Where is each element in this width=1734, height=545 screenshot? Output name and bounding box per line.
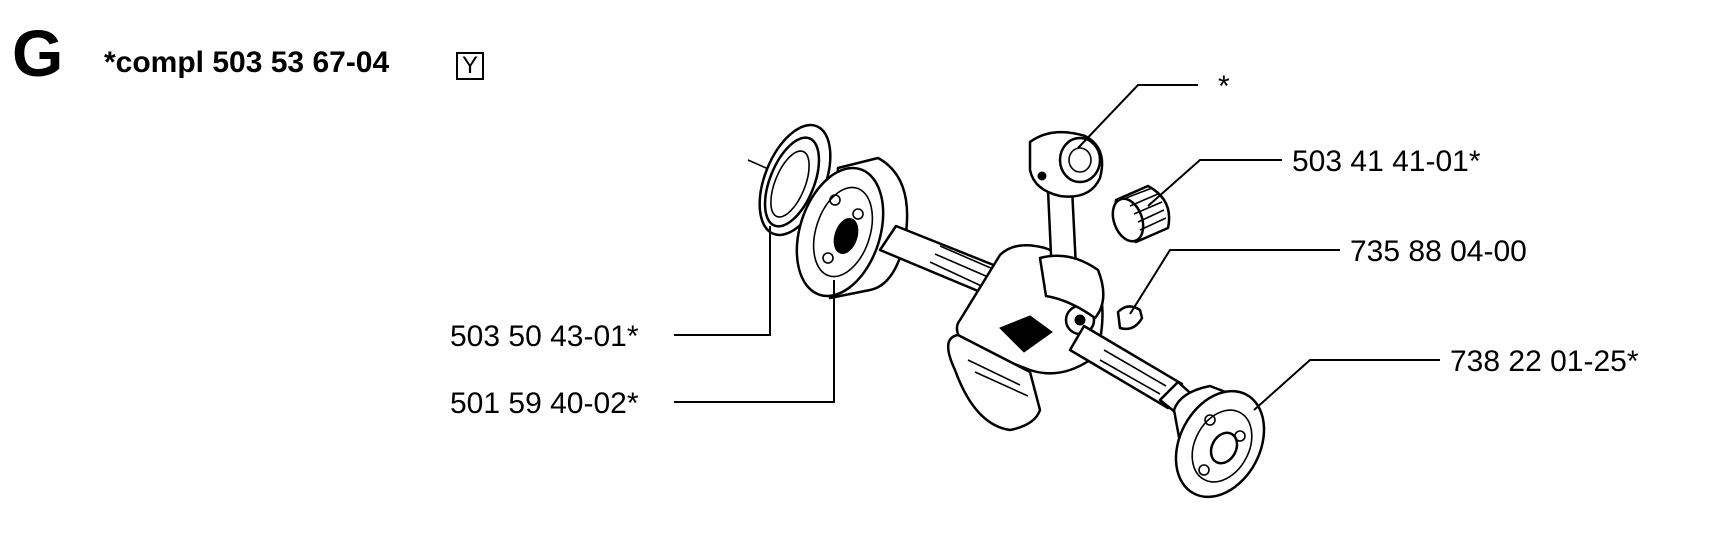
leader-woodruff-key bbox=[1129, 249, 1340, 315]
leader-oil-seal bbox=[674, 226, 771, 336]
connecting-rod-illustration bbox=[1028, 130, 1105, 320]
leader-right-main-bearing bbox=[1253, 359, 1440, 411]
callout-right-main-bearing: 738 22 01-25* bbox=[1450, 345, 1639, 378]
right-main-bearing-illustration bbox=[1172, 384, 1266, 499]
callout-oil-seal: 503 50 43-01* bbox=[450, 320, 639, 353]
woodruff-key-illustration bbox=[1116, 305, 1144, 331]
leader-connecting-rod bbox=[1077, 84, 1198, 149]
variant-code-box: Y bbox=[456, 52, 484, 80]
callout-needle-bearing: 503 41 41-01* bbox=[1292, 145, 1481, 178]
crankshaft-illustration bbox=[878, 224, 1198, 432]
left-main-bearing-illustration bbox=[795, 156, 909, 300]
diagram-header: G *compl 503 53 67-04 Y bbox=[0, 0, 700, 110]
assembly-part-number: *compl 503 53 67-04 bbox=[104, 46, 390, 79]
callout-woodruff-key: 735 88 04-00 bbox=[1350, 235, 1527, 268]
callout-left-main-bearing: 501 59 40-02* bbox=[450, 387, 639, 420]
leader-needle-bearing bbox=[1147, 159, 1282, 207]
leader-left-main-bearing bbox=[674, 280, 835, 403]
callout-connecting-rod: * bbox=[1218, 70, 1230, 103]
section-letter: G bbox=[12, 16, 64, 90]
